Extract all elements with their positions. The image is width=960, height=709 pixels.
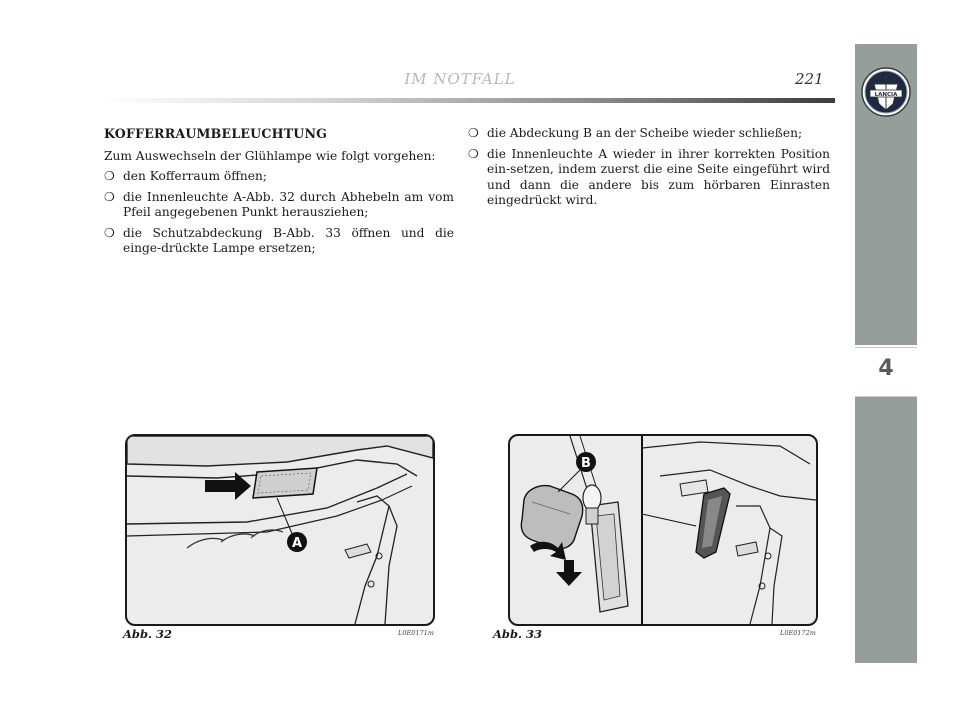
bullet-icon: ❍: [104, 225, 115, 240]
down-arrow-icon: [556, 560, 582, 586]
svg-text:LANCIA: LANCIA: [875, 92, 898, 98]
figure-32-illustration: A: [125, 434, 435, 626]
list-item: ❍ die Innenleuchte A wieder in ihrer kor…: [468, 147, 830, 209]
bullet-icon: ❍: [104, 189, 115, 204]
label-a-badge: [287, 532, 307, 552]
list-item: ❍ die Schutzabdeckung B-Abb. 33 öffnen u…: [104, 226, 454, 257]
label-a-text: A: [292, 536, 302, 551]
header-rule: [100, 98, 835, 103]
list-item: ❍ die Innenleuchte A-Abb. 32 durch Abheb…: [104, 190, 454, 221]
courtesy-light-A: [252, 467, 318, 499]
list-item-text: die Innenleuchte A-Abb. 32 durch Abhebel…: [123, 189, 454, 220]
chapter-number: 4: [878, 356, 894, 381]
section-heading: KOFFERRAUMBELEUCHTUNG: [104, 126, 328, 141]
chapter-tab-bottom: [855, 397, 917, 663]
list-item: ❍ den Kofferraum öffnen;: [104, 169, 454, 185]
list-item-text: die Innenleuchte A wieder in ihrer korre…: [487, 146, 830, 208]
list-item: ❍ die Abdeckung B an der Scheibe wieder …: [468, 126, 830, 142]
rotate-arrow-icon: [530, 541, 566, 560]
chapter-tab-marker: 4: [855, 347, 917, 397]
page-number: 221: [795, 70, 824, 88]
protective-cover-B: [520, 484, 584, 550]
bullet-icon: ❍: [468, 146, 479, 161]
pointer-arrow-icon: [205, 472, 251, 500]
figure-33-caption: Abb. 33: [493, 627, 543, 641]
right-column: ❍ die Abdeckung B an der Scheibe wieder …: [468, 126, 830, 214]
running-header-title: IM NOTFALL: [404, 70, 516, 88]
figure-32-caption: Abb. 32: [123, 627, 173, 641]
list-item-text: die Schutzabdeckung B-Abb. 33 öffnen und…: [123, 225, 454, 256]
label-b-badge: [576, 452, 596, 472]
list-item-text: die Abdeckung B an der Scheibe wieder sc…: [487, 126, 803, 140]
bullet-icon: ❍: [468, 126, 479, 140]
bulb-icon: [582, 484, 602, 525]
installed-light-housing: [695, 487, 731, 559]
figure-33-illustration: B: [508, 434, 818, 626]
left-column: KOFFERRAUMBELEUCHTUNG Zum Auswechseln de…: [104, 126, 454, 262]
figure-32-code: L0E0171m: [398, 629, 434, 637]
label-b-text: B: [581, 456, 591, 471]
intro-text: Zum Auswechseln der Glühlampe wie folgt …: [104, 148, 436, 163]
bullet-icon: ❍: [104, 169, 115, 183]
figure-33-code: L0E0172m: [780, 629, 816, 637]
lancia-logo-icon: LANCIA: [861, 67, 911, 117]
list-item-text: den Kofferraum öffnen;: [123, 169, 267, 183]
